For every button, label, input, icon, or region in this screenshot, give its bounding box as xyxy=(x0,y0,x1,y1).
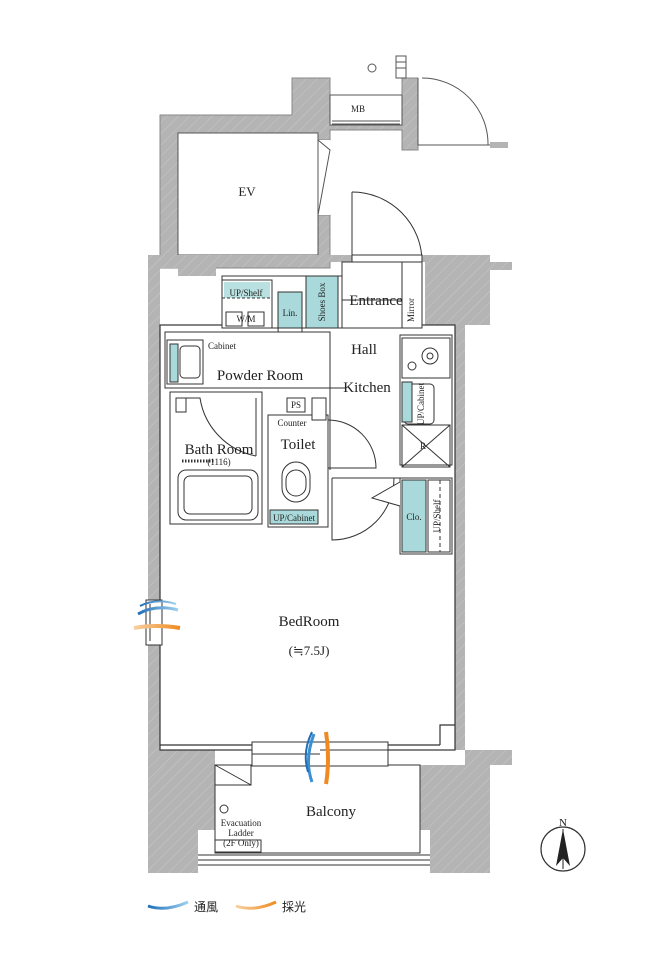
bath-size-label: (1116) xyxy=(207,457,230,467)
balcony xyxy=(198,764,430,866)
hall-label: Hall xyxy=(351,342,377,358)
balcony-daylight-arrow xyxy=(324,731,330,785)
mirror-label: Mirror xyxy=(406,298,416,322)
up-cabinet-kitchen-label: UP/Cabinet xyxy=(416,383,426,425)
cabinet-label: Cabinet xyxy=(208,341,236,351)
ev-shaft xyxy=(177,132,319,256)
up-shelf-clo-label: UP/Shelf xyxy=(432,499,442,532)
evacuation-label-1: Evacuation xyxy=(221,818,262,828)
up-cabinet-toilet-label: UP/Cabinet xyxy=(273,513,315,523)
washer-area xyxy=(221,279,273,329)
left-daylight-arrow xyxy=(133,624,181,630)
compass xyxy=(540,826,586,872)
ev-door-line xyxy=(317,139,331,216)
wm-label: W/M xyxy=(237,314,256,324)
shoes-box xyxy=(305,275,339,329)
upper-wall-band xyxy=(178,255,352,276)
closet xyxy=(331,477,453,555)
balcony-window xyxy=(251,741,389,767)
shoes-box-label: Shoes Box xyxy=(317,282,327,321)
corridor-door xyxy=(417,77,508,148)
toilet-room xyxy=(267,397,377,528)
up-shelf-label: UP/Shelf xyxy=(229,288,262,298)
bath-room xyxy=(169,391,263,525)
bath-room-label: Bath Room xyxy=(185,442,254,458)
lin-label: Lin. xyxy=(283,308,298,318)
compass-north-label: N xyxy=(559,817,567,829)
powder-room-label: Powder Room xyxy=(217,368,304,384)
legend-daylight-swatch xyxy=(235,900,277,910)
legend-ventilation-swatch xyxy=(147,900,189,910)
bedroom-size-label: (≒7.5J) xyxy=(289,643,330,658)
clo-label: Clo. xyxy=(406,512,421,522)
bedroom-label: BedRoom xyxy=(279,614,340,630)
counter-label: Counter xyxy=(278,418,307,428)
hall-kitchen xyxy=(329,332,453,470)
legend-daylight-label: 採光 xyxy=(282,900,306,914)
evacuation-label-3: (2F Only) xyxy=(223,838,259,848)
left-ventilation-arrow xyxy=(137,600,179,616)
ps-label: PS xyxy=(291,400,301,410)
mb-label: MB xyxy=(351,104,365,114)
refrigerator-label: R xyxy=(420,441,426,451)
kitchen-label: Kitchen xyxy=(343,380,391,396)
pipe-icon xyxy=(367,63,377,73)
toilet-label: Toilet xyxy=(281,437,317,453)
ev-label: EV xyxy=(238,184,256,199)
mb-box xyxy=(329,94,403,126)
balcony-ventilation-arrow xyxy=(304,731,316,783)
evacuation-label-2: Ladder xyxy=(228,828,253,838)
entrance-label: Entrance xyxy=(349,293,403,309)
balcony-label: Balcony xyxy=(306,804,356,820)
powder-room xyxy=(164,331,331,389)
legend-ventilation-label: 通風 xyxy=(194,900,218,914)
